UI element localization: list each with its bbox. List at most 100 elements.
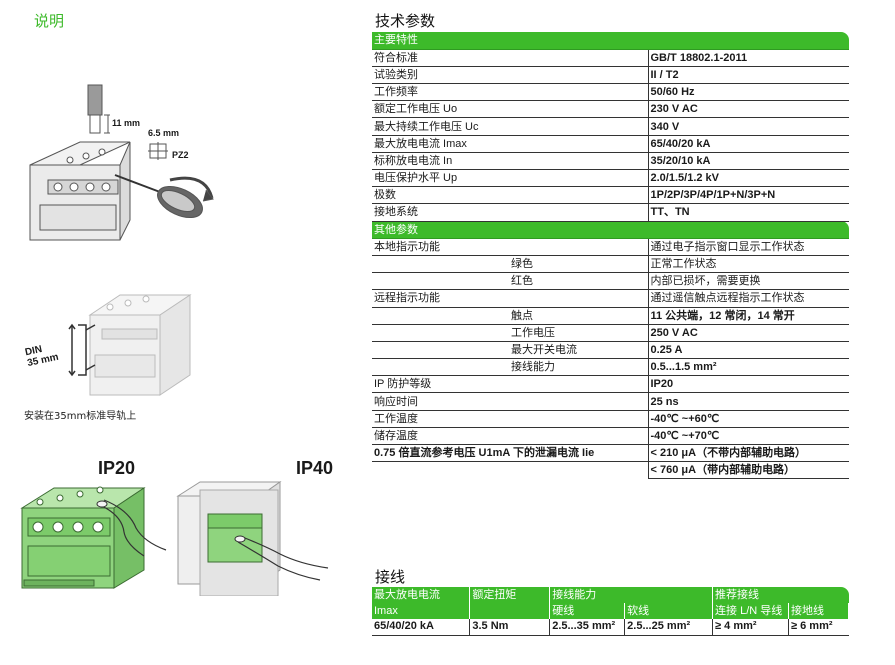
wiring-subheader-row: Imax 硬线 软线 连接 L/N 导线 接地线 (372, 603, 849, 619)
spec-value: -40℃ ~+70℃ (647, 427, 849, 446)
table-row: < 760 μA（带内部辅助电路） (372, 461, 849, 480)
table-row: 65/40/20 kA 3.5 Nm 2.5...35 mm² 2.5...25… (372, 619, 849, 636)
value-ground: ≥ 6 mm² (788, 619, 849, 636)
header-imax: 最大放电电流 (372, 587, 471, 603)
screwdriver-type: PZ2 (172, 150, 189, 160)
section-main-label: 主要特性 (372, 32, 849, 50)
header-recommend: 推荐接线 (712, 587, 849, 603)
section-other-label: 其他参数 (372, 221, 849, 239)
spec-value: 11 公共端，12 常闭，14 常开 (647, 307, 849, 325)
value-ln: ≥ 4 mm² (712, 619, 790, 636)
spec-value: 正常工作状态 (647, 255, 849, 274)
value-hard: 2.5...35 mm² (549, 619, 626, 636)
instructions-title: 说明 (34, 12, 65, 30)
spec-value: II / T2 (647, 66, 849, 85)
spec-label: 响应时间 (372, 392, 648, 411)
table-row: 0.75 倍直流参考电压 U1mA 下的泄漏电流 Iie< 210 μA（不带内… (372, 444, 849, 463)
ip40-module-illustration (176, 481, 329, 596)
wiring-title: 接线 (375, 568, 406, 586)
din-rail-illustration (68, 294, 192, 396)
spec-value: 0.5...1.5 mm² (647, 358, 849, 377)
spec-value: IP20 (647, 375, 849, 394)
spec-label: 本地指示功能 (372, 238, 509, 256)
spec-value: TT、TN (647, 203, 849, 222)
section-other-band: 其他参数 (372, 221, 849, 239)
spec-value: 通过电子指示窗口显示工作状态 (647, 238, 849, 256)
spec-label: 接地系统 (372, 203, 648, 222)
table-row: 远程指示功能 通过遥信触点远程指示工作状态 (372, 289, 849, 308)
spec-value: 65/40/20 kA (647, 135, 849, 153)
header-capacity: 接线能力 (549, 587, 714, 603)
spec-value: GB/T 18802.1-2011 (647, 49, 849, 67)
value-soft: 2.5...25 mm² (624, 619, 714, 636)
spec-sublabel: 触点 (509, 307, 648, 325)
spec-label: 储存温度 (372, 427, 648, 446)
spec-value: 340 V (647, 117, 849, 136)
spec-value: 内部已损坏，需要更换 (647, 272, 849, 291)
wiring-screwdriver-illustration (29, 84, 214, 241)
spec-value: < 210 μA（不带内部辅助电路） (647, 444, 849, 463)
spec-value: 35/20/10 kA (647, 152, 849, 171)
spec-label: 符合标准 (372, 49, 648, 67)
spec-sublabel: 绿色 (509, 255, 648, 274)
spec-label: 电压保护水平 Up (372, 169, 648, 188)
spec-label: 极数 (372, 186, 648, 205)
spec-value: -40℃ ~+60℃ (647, 410, 849, 428)
wire-strip-length: 11 mm (112, 118, 141, 128)
ip20-label: IP20 (98, 458, 136, 478)
header-ln: 连接 L/N 导线 (712, 603, 790, 619)
spec-value: 通过遥信触点远程指示工作状态 (647, 289, 849, 308)
spec-value: 230 V AC (647, 100, 849, 119)
spec-sublabel: 工作电压 (509, 324, 648, 342)
screw-size: 6.5 mm (148, 128, 180, 138)
spec-label: 最大持续工作电压 Uc (372, 117, 648, 136)
wiring-table: 最大放电电流 额定扭矩 接线能力 推荐接线 Imax 硬线 软线 连接 L/N … (372, 587, 849, 636)
spec-label: 工作温度 (372, 410, 648, 428)
table-row: 工作温度-40℃ ~+60℃ (372, 410, 849, 428)
spec-sublabel: 红色 (509, 272, 648, 291)
header-torque: 额定扭矩 (469, 587, 551, 603)
spec-label: IP 防护等级 (372, 375, 648, 394)
spec-value: 25 ns (647, 392, 849, 411)
spec-label: 远程指示功能 (372, 289, 509, 308)
ip20-module-illustration (20, 486, 167, 589)
header-hard: 硬线 (549, 603, 626, 619)
tech-specs-title: 技术参数 (375, 12, 436, 30)
header-soft: 软线 (624, 603, 714, 619)
spec-label: 额定工作电压 Uo (372, 100, 648, 119)
spec-value: 2.0/1.5/1.2 kV (647, 169, 849, 188)
spec-label: 标称放电电流 In (372, 152, 648, 171)
table-row: 红色内部已损坏，需要更换 (372, 272, 849, 291)
header-imax-sub: Imax (372, 603, 471, 619)
table-row: 绿色正常工作状态 (372, 255, 849, 274)
spec-value: 50/60 Hz (647, 83, 849, 102)
table-row: 本地指示功能 通过电子指示窗口显示工作状态 (372, 238, 849, 256)
spec-label: 最大放电电流 Imax (372, 135, 648, 153)
spec-value: 1P/2P/3P/4P/1P+N/3P+N (647, 186, 849, 205)
value-torque: 3.5 Nm (469, 619, 551, 636)
spec-label: 0.75 倍直流参考电压 U1mA 下的泄漏电流 Iie (372, 444, 648, 463)
ip40-label: IP40 (296, 458, 334, 478)
wiring-header-row: 最大放电电流 额定扭矩 接线能力 推荐接线 (372, 587, 849, 603)
spec-value: 0.25 A (647, 341, 849, 360)
value-imax: 65/40/20 kA (372, 619, 471, 636)
spec-value: < 760 μA（带内部辅助电路） (647, 461, 849, 480)
section-main-band: 主要特性 (372, 32, 849, 50)
